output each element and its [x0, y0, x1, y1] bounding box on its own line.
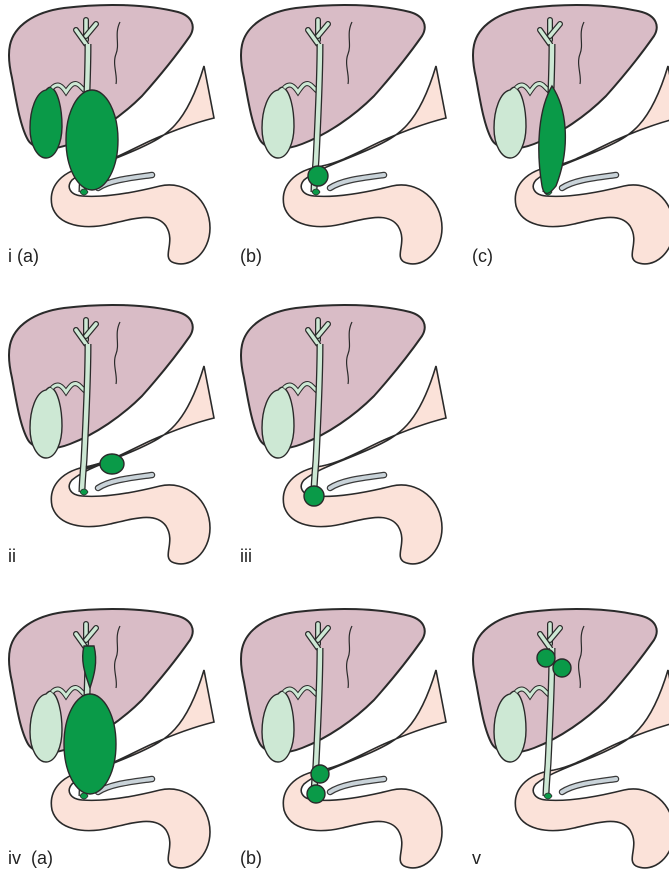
panel-v: v [464, 604, 669, 874]
panel-i-c: (c) [464, 0, 669, 270]
intrahepatic-cyst-left [537, 649, 555, 667]
anatomy-illustration [232, 300, 464, 570]
panel-label: iii [240, 546, 252, 567]
segmental-cyst [308, 166, 328, 186]
anatomy-illustration [232, 604, 464, 874]
panel-label: (c) [472, 246, 493, 267]
intrahepatic-cyst-right [553, 659, 571, 677]
upper-cyst [311, 765, 329, 783]
papilla [312, 189, 320, 195]
diverticulum-cyst [100, 454, 124, 474]
papilla [544, 793, 552, 799]
lower-cyst [307, 785, 325, 803]
anatomy-illustration [0, 300, 232, 570]
anatomy-illustration [464, 0, 669, 270]
panel-iv-a: iv (a) [0, 604, 232, 874]
anatomy-illustration [0, 0, 232, 270]
anatomy-illustration [464, 604, 669, 874]
choledochocele [304, 486, 324, 506]
panel-label: i (a) [8, 246, 39, 267]
panel-i-b: (b) [232, 0, 464, 270]
diverticulum-neck [86, 464, 100, 468]
panel-i-a: i (a) [0, 0, 232, 270]
panel-label: (b) [240, 848, 262, 869]
panel-label: ii [8, 546, 16, 567]
panel-iv-b: (b) [232, 604, 464, 874]
papilla [80, 189, 88, 195]
fusiform-cyst [64, 694, 116, 794]
panel-label: iv (a) [8, 848, 53, 869]
panel-ii: ii [0, 300, 232, 570]
anatomy-illustration [232, 0, 464, 270]
panel-iii: iii [232, 300, 464, 570]
panel-label: (b) [240, 246, 262, 267]
fusiform-cyst [66, 90, 118, 190]
papilla [80, 489, 88, 495]
anatomy-illustration [0, 604, 232, 874]
panel-label: v [472, 848, 481, 869]
